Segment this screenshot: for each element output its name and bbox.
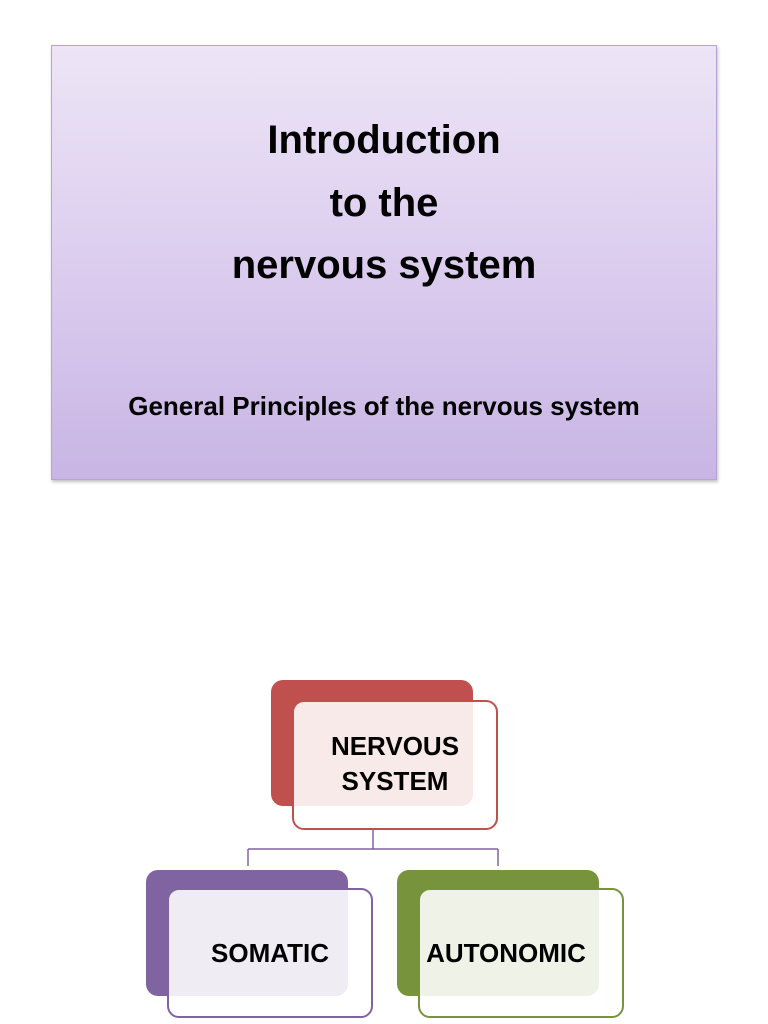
- title-line-1: Introduction: [267, 118, 501, 162]
- root-node-label-line-2: SYSTEM: [341, 766, 449, 796]
- autonomic-node: [418, 888, 624, 1018]
- autonomic-node-label: AUTONOMIC: [426, 938, 586, 968]
- somatic-node-label: SOMATIC: [211, 938, 329, 968]
- root-node: [292, 700, 498, 830]
- title-line-2: to the: [329, 181, 439, 225]
- title-slide: Introduction to the nervous system Gener…: [51, 45, 717, 480]
- somatic-node: [167, 888, 373, 1018]
- title-line-3: nervous system: [231, 243, 537, 287]
- root-node-label-line-1: NERVOUS: [330, 731, 460, 761]
- subtitle: General Principles of the nervous system: [128, 391, 640, 421]
